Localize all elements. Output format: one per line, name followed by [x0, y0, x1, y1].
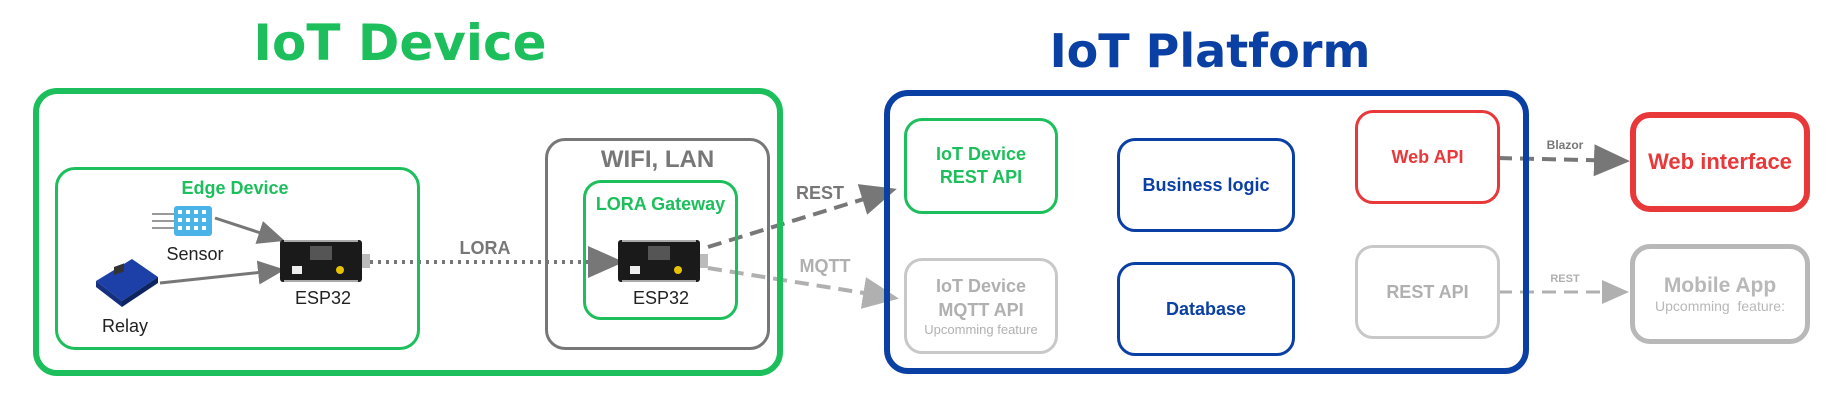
web-interface-label: Web interface [1648, 149, 1792, 174]
wifi-lan-box [545, 138, 770, 350]
relay-icon [92, 255, 162, 311]
business-logic-box: Business logic [1117, 138, 1295, 232]
lora-gateway-box [583, 180, 738, 320]
database-label: Database [1165, 298, 1247, 319]
esp32-gateway-label: ESP32 [632, 288, 690, 308]
business-logic-label: Business logic [1142, 174, 1270, 195]
web-api-box: Web API [1355, 110, 1500, 204]
iot-device-mqtt-api-label: IoT Device MQTT API [935, 276, 1027, 320]
mobile-app-label: Mobile App [1663, 274, 1777, 297]
iot-device-container [33, 88, 783, 376]
sensor-to-esp32-line [214, 216, 285, 244]
sensor-label: Sensor [166, 244, 224, 264]
iot-device-rest-api-box: IoT Device REST API [904, 118, 1058, 214]
rest-mobile-link-label: REST [1550, 273, 1580, 285]
relay-label: Relay [101, 316, 149, 336]
edge-device-box [55, 167, 420, 350]
mqtt-link-label: MQTT [799, 256, 851, 276]
edge-device-title: Edge Device [181, 178, 289, 198]
iot-platform-container [884, 90, 1529, 374]
lora-label: LORA [459, 238, 511, 258]
rest-link-label: REST [795, 183, 844, 203]
mobile-app-note: Upcomming feature: [1655, 298, 1785, 314]
blazor-link-label: Blazor [1546, 138, 1584, 152]
database-box: Database [1117, 262, 1295, 356]
iot-platform-title: IoT Platform [1049, 24, 1371, 78]
esp32-gateway-board-icon [618, 238, 708, 284]
mqtt-link-line [707, 266, 899, 309]
iot-device-mqtt-api-box: IoT Device MQTT API Upcomming feature [904, 258, 1058, 354]
esp32-edge-label: ESP32 [294, 288, 352, 308]
sensor-icon [150, 204, 216, 244]
iot-device-title: IoT Device [253, 14, 547, 72]
wifi-lan-title: WIFI, LAN [600, 146, 715, 173]
rest-api-label: REST API [1386, 281, 1469, 302]
rest-api-box: REST API [1355, 245, 1500, 339]
lora-gateway-title: LORA Gateway [595, 194, 726, 214]
web-api-label: Web API [1391, 146, 1464, 167]
iot-device-mqtt-api-note: Upcomming feature [924, 321, 1038, 337]
esp32-board-icon [280, 238, 370, 284]
iot-device-rest-api-label: IoT Device REST API [935, 143, 1027, 187]
rest-link-line [707, 184, 897, 249]
web-interface-box[interactable]: Web interface [1630, 112, 1810, 212]
relay-to-esp32-line [159, 260, 285, 285]
mobile-app-box[interactable]: Mobile App Upcomming feature: [1630, 244, 1810, 344]
